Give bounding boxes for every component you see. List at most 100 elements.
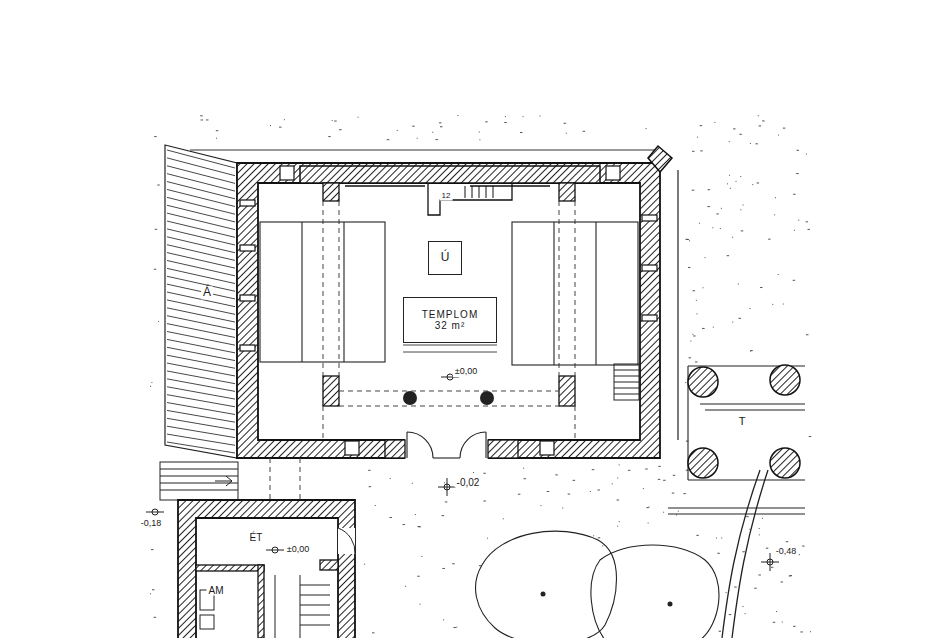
ground-dot — [774, 214, 775, 215]
ground-dot — [776, 611, 777, 612]
ground-dot — [150, 386, 151, 387]
slope-line — [167, 158, 235, 176]
ground-dot — [745, 613, 746, 614]
ground-dot — [693, 335, 696, 336]
ground-dot — [778, 135, 779, 136]
slope-line — [167, 308, 235, 322]
slope-line — [167, 379, 235, 392]
slope-line — [167, 197, 235, 214]
ground-dot — [503, 518, 504, 519]
ground-dot — [743, 204, 744, 205]
slope-line — [167, 253, 235, 269]
ground-dot — [375, 505, 376, 506]
ground-dot — [762, 518, 763, 519]
ground-dot — [688, 267, 691, 268]
plan-label: Á — [201, 286, 213, 299]
ground-dot — [483, 473, 486, 474]
ground-texture — [150, 116, 811, 633]
ground-dot — [206, 119, 209, 120]
north-wall — [300, 166, 600, 183]
ground-dot — [696, 300, 697, 301]
ground-dot — [700, 125, 703, 126]
slope-line — [167, 245, 235, 261]
door-swing — [338, 528, 355, 554]
node-text: 32 m² — [435, 320, 466, 332]
inner-stair — [614, 364, 639, 400]
slope-line — [167, 347, 235, 360]
slope-line — [167, 229, 235, 245]
slope-line — [167, 363, 235, 376]
ground-dot — [732, 237, 733, 238]
ground-dot — [692, 151, 695, 152]
ground-dot — [714, 122, 715, 123]
ground-dot — [802, 546, 805, 547]
ground-dot — [793, 626, 796, 627]
ground-dot — [485, 121, 488, 122]
slope-line — [167, 150, 235, 168]
ground-dot — [797, 150, 800, 151]
ground-dot — [798, 220, 799, 221]
windows — [240, 166, 657, 455]
ground-dot — [328, 136, 331, 137]
ground-dot — [453, 627, 456, 628]
ground-dot — [697, 137, 698, 138]
ground-dot — [809, 436, 812, 437]
ground-dot — [442, 568, 445, 569]
ground-dot — [759, 528, 760, 529]
ground-dot — [739, 134, 742, 135]
ground-dot — [364, 564, 365, 565]
annex-wall — [178, 500, 355, 638]
ground-dot — [590, 491, 591, 492]
altar-box: Ú — [428, 241, 462, 275]
ground-dot — [523, 478, 526, 479]
porch-column — [688, 365, 800, 478]
ground-dot — [759, 534, 760, 535]
ground-dot — [658, 479, 661, 480]
ground-dot — [758, 115, 759, 116]
ground-dot — [397, 130, 398, 131]
ground-dot — [721, 537, 722, 538]
ground-dot — [390, 478, 391, 479]
ground-dot — [740, 176, 741, 177]
ground-dot — [417, 526, 420, 527]
slope-line — [167, 395, 235, 407]
ground-dot — [523, 468, 524, 469]
ground-dot — [483, 500, 486, 501]
slope-line — [167, 182, 235, 199]
ground-dot — [732, 322, 733, 323]
ground-dot — [806, 334, 809, 335]
slope-line — [167, 324, 235, 338]
ground-dot — [793, 194, 796, 195]
ground-dot — [719, 631, 722, 632]
ground-dot — [439, 122, 442, 123]
slope-line — [167, 442, 235, 453]
ground-dot — [562, 507, 563, 508]
ground-dot — [707, 206, 710, 207]
ground-dot — [758, 574, 761, 575]
ground-dot — [717, 553, 720, 554]
ground-dot — [368, 470, 371, 471]
ground-dot — [696, 535, 699, 536]
ground-dot — [672, 493, 675, 494]
ground-dot — [405, 586, 406, 587]
ground-dot — [479, 132, 480, 133]
ground-dot — [713, 327, 714, 328]
ground-dot — [740, 209, 741, 210]
ground-dot — [685, 382, 686, 383]
room-label-box: TEMPLOM32 m² — [403, 297, 497, 343]
ground-dot — [796, 173, 799, 174]
ground-dot — [729, 614, 732, 615]
table-lines — [403, 345, 497, 352]
pulpit — [345, 184, 550, 215]
ground-dot — [727, 255, 730, 256]
ground-dot — [568, 494, 571, 495]
door-post — [488, 440, 518, 458]
gallery-line — [270, 201, 575, 500]
ground-dot — [564, 123, 567, 124]
ground-dot — [412, 483, 413, 484]
ground-dot — [151, 382, 152, 383]
ground-dot — [270, 125, 271, 126]
ground-dot — [683, 493, 686, 494]
ground-dot — [743, 606, 744, 607]
ground-dot — [646, 507, 649, 508]
